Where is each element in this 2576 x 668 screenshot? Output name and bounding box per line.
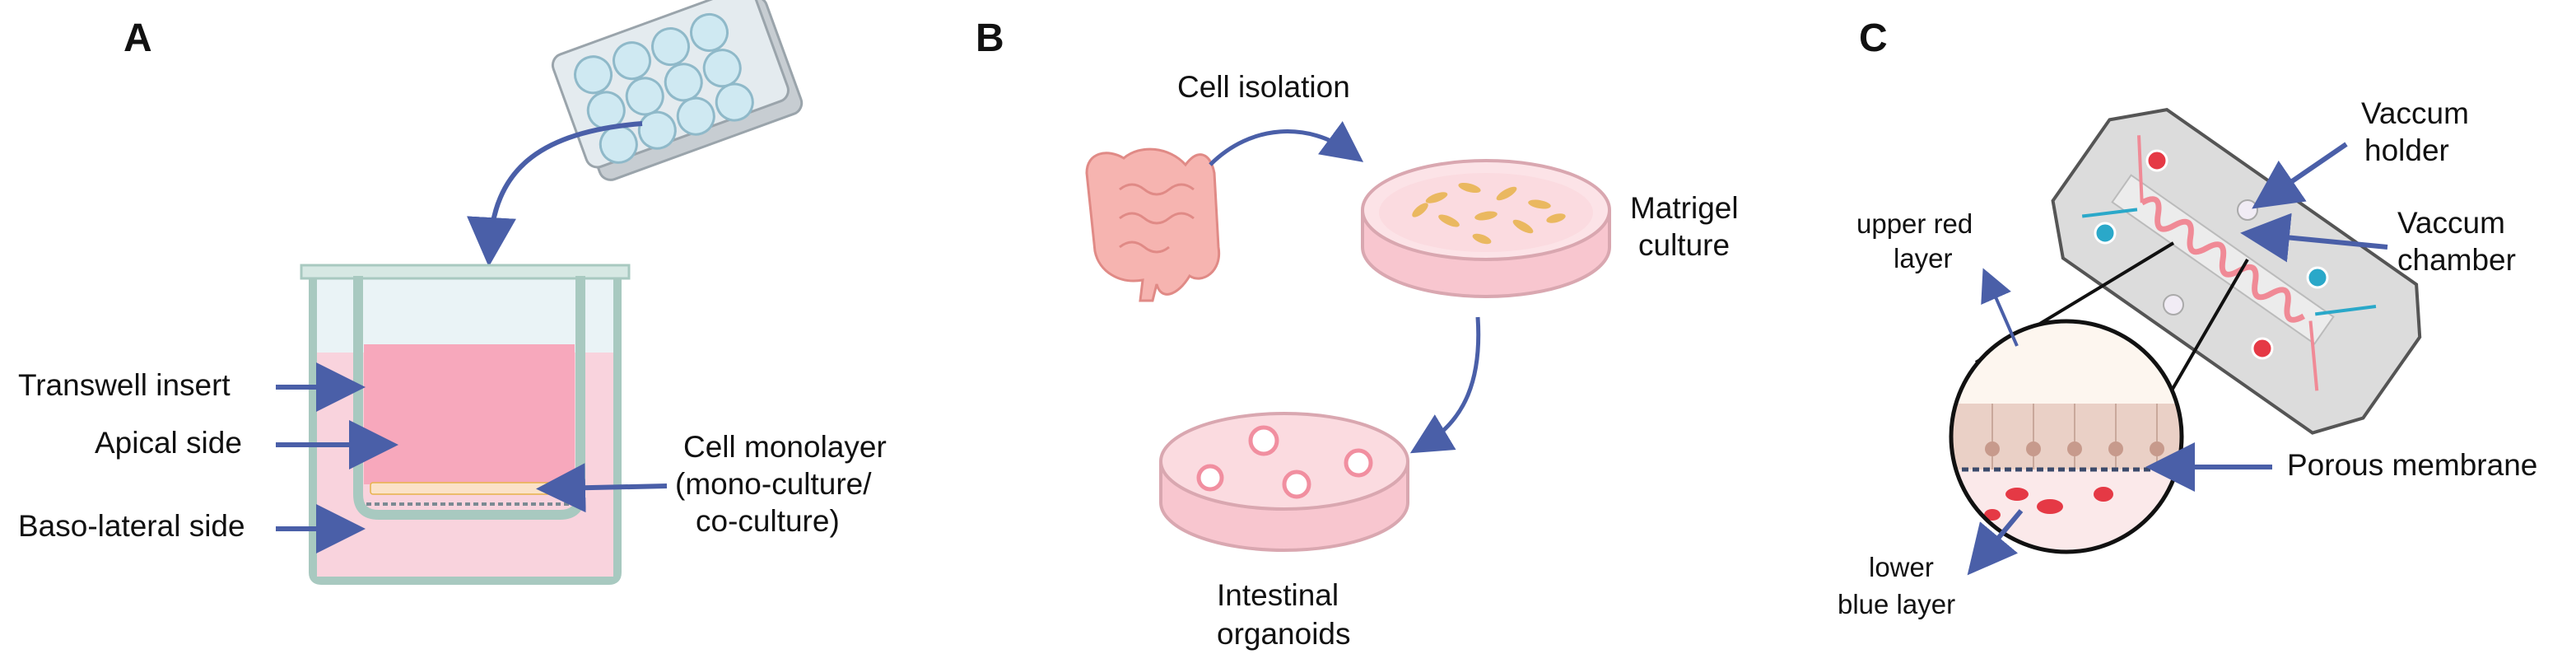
label-organoids-line2: organoids <box>1217 617 1351 651</box>
panel-c: C <box>1838 16 2537 619</box>
label-basolateral-side: Baso-lateral side <box>18 509 245 543</box>
arrow-vaccum-holder <box>2252 142 2348 209</box>
label-vaccum-holder-line2: holder <box>2364 133 2449 167</box>
transwell-well-illustration <box>300 264 631 585</box>
label-cell-monolayer-line1: Cell monolayer <box>683 430 887 464</box>
panel-a: A <box>18 0 887 585</box>
label-vaccum-chamber-line2: chamber <box>2397 243 2516 277</box>
magnified-view-illustration <box>1949 319 2184 554</box>
panel-b: B Cell isolation <box>976 16 1739 651</box>
label-vaccum-holder-line1: Vaccum <box>2361 96 2469 130</box>
arrow-to-organoids <box>1409 316 1481 454</box>
arrow-upper-red <box>1981 268 2019 347</box>
label-porous-membrane: Porous membrane <box>2287 448 2537 482</box>
intestine-illustration <box>1085 147 1221 302</box>
label-transwell-insert: Transwell insert <box>18 368 231 402</box>
organoid-dish-illustration <box>1159 412 1409 552</box>
arrow-vaccum-chamber <box>2240 213 2388 263</box>
panel-a-letter: A <box>123 16 152 60</box>
well-plate-12-illustration <box>551 0 804 181</box>
label-matrigel-line2: culture <box>1638 228 1730 262</box>
label-lower-blue-line2: blue layer <box>1838 589 1955 619</box>
panel-c-letter: C <box>1859 16 1888 60</box>
panel-b-letter: B <box>976 16 1004 60</box>
label-apical-side: Apical side <box>95 426 242 460</box>
arrow-lower-blue <box>1967 509 2024 576</box>
label-cell-monolayer-line2: (mono-culture/ <box>675 467 872 501</box>
label-upper-red-line1: upper red <box>1856 208 1973 239</box>
label-cell-isolation: Cell isolation <box>1177 70 1350 104</box>
label-upper-red-line2: layer <box>1894 243 1953 273</box>
label-vaccum-chamber-line1: Vaccum <box>2397 206 2505 240</box>
label-lower-blue-line1: lower <box>1869 552 1934 582</box>
arrow-cell-isolation <box>1209 121 1364 166</box>
label-organoids-line1: Intestinal <box>1217 578 1339 612</box>
arrow-cell-monolayer <box>536 463 668 513</box>
matrigel-dish-illustration <box>1361 159 1611 298</box>
plate-to-insert-arrow <box>467 121 643 267</box>
organ-chip-illustration <box>2051 108 2422 435</box>
label-cell-monolayer-line3: co-culture) <box>696 504 840 538</box>
cell-monolayer-illustration <box>370 482 569 495</box>
label-matrigel-line1: Matrigel <box>1630 191 1739 225</box>
